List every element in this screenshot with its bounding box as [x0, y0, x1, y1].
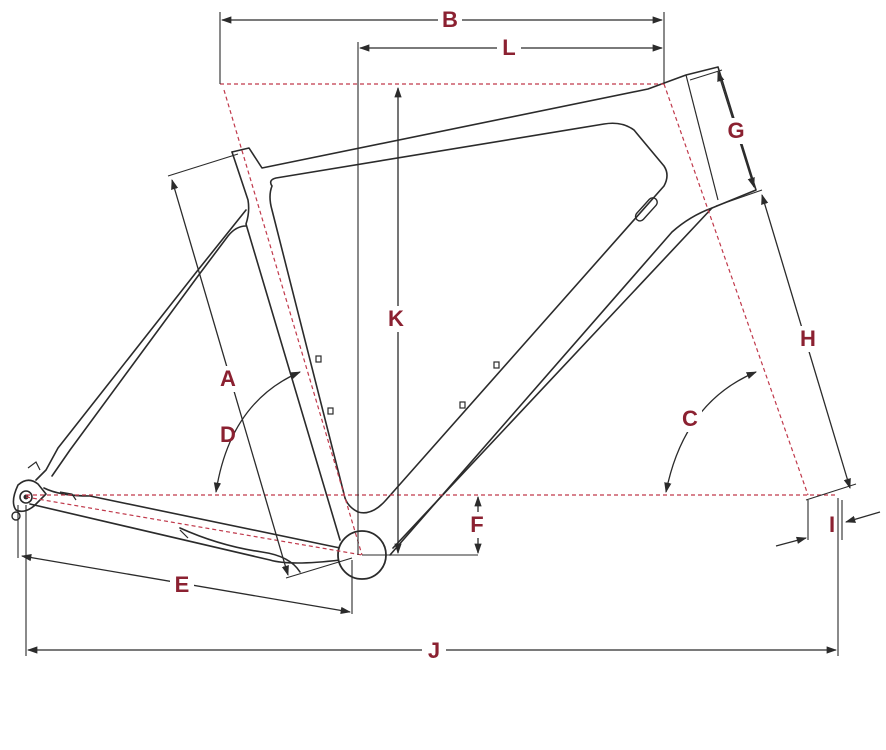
- dimension-i-right-arrow: [845, 511, 881, 523]
- label-f: F: [470, 512, 483, 537]
- chainstay: [29, 503, 341, 564]
- bottle-boss: [327, 407, 334, 415]
- extension-line-h-bottom: [805, 483, 857, 501]
- label-j: J: [428, 638, 440, 663]
- brake-mount: [59, 491, 77, 501]
- head-tube-axis: [663, 83, 809, 496]
- bottle-boss: [493, 361, 500, 369]
- label-c: C: [682, 406, 698, 431]
- extension-line-g-top: [689, 69, 723, 81]
- top-tube-outline: [231, 66, 757, 556]
- label-h: H: [800, 326, 816, 351]
- label-d: D: [220, 422, 236, 447]
- derailleur-hanger-bolt: [11, 511, 21, 521]
- rear-axle: [19, 490, 33, 504]
- chainstay-axis: [25, 496, 363, 556]
- label-a: A: [220, 366, 236, 391]
- dimension-i-left-arrow: [775, 536, 808, 547]
- cable-port: [634, 197, 658, 222]
- brake-mount: [27, 461, 41, 471]
- bottle-boss: [459, 401, 466, 409]
- bottle-boss: [315, 355, 322, 363]
- top-tube-inner-edge: [269, 122, 668, 514]
- label-i: I: [829, 512, 835, 537]
- extension-line-h-top: [715, 189, 763, 207]
- dimension-d: [213, 371, 301, 494]
- chainstay-lower-curve: [179, 527, 301, 573]
- seat-tube-outline: [231, 151, 341, 541]
- label-b: B: [442, 7, 458, 32]
- label-l: L: [502, 35, 515, 60]
- down-tube-lower-edge: [392, 207, 713, 549]
- reference-lines: [25, 83, 838, 556]
- seatstay: [35, 209, 247, 481]
- label-k: K: [388, 306, 404, 331]
- extension-line-a-top: [167, 153, 239, 177]
- seatstay-inner: [51, 225, 247, 477]
- label-e: E: [175, 572, 190, 597]
- dimension-labels: B L K A D C F G H I E J: [170, 7, 835, 664]
- chainstay-upper: [43, 487, 341, 549]
- label-g: G: [727, 118, 744, 143]
- rear-dropout: [12, 479, 47, 513]
- seat-tube-axis: [223, 89, 363, 556]
- head-tube-inner-edge: [685, 74, 719, 201]
